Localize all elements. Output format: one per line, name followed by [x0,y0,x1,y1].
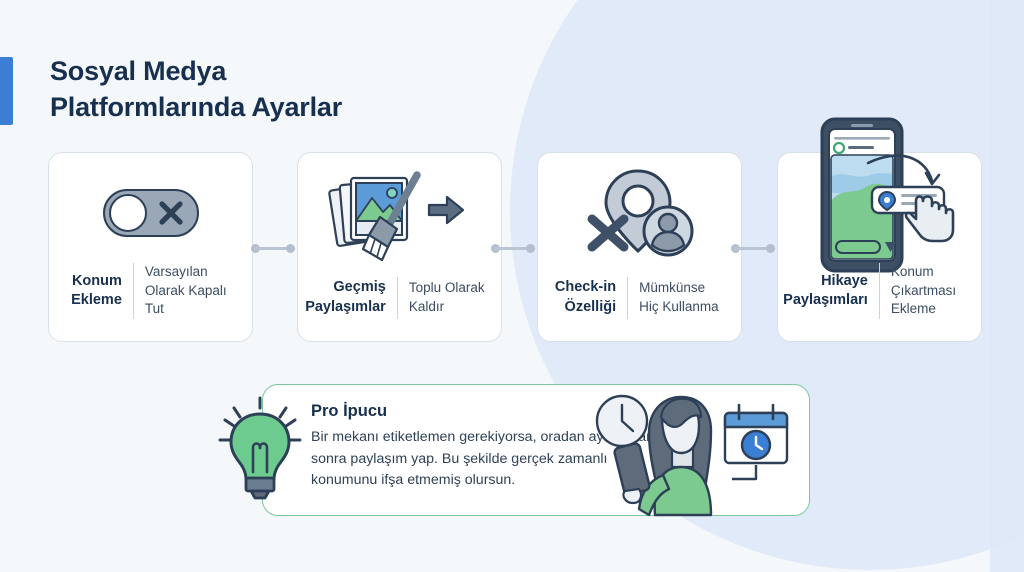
photo-cleanup-icon [327,171,464,261]
step-card-check-in-ozelligi[interactable]: Check-in Özelliği Mümkünse Hiç Kullanma [537,152,742,342]
step-connector-3 [731,244,775,253]
step-label-line-2: Ekleme [71,292,122,309]
step-card-divider [878,263,880,319]
step-label-line-1: Geçmiş [333,279,386,296]
step-card-label: Check-in Özelliği [555,278,627,317]
step-card-value: Varsayılan Olarak Kapalı Tut [144,264,227,317]
toggle-off-icon [102,189,199,237]
pro-tip-title: Pro İpucu [311,402,388,420]
lightbulb-icon [218,396,302,500]
step-card-divider [627,277,629,319]
woman-with-phone-clock-calendar-icon [595,394,789,517]
close-icon [158,201,183,225]
phone-story-location-sticker-icon [820,117,955,273]
step-card-text: Hikaye Paylaşımları Konum Çıkartması Ekl… [778,263,981,319]
connector-line [254,247,292,250]
pro-tip-body: Bir mekanı etiketlemen gerekiyorsa, orad… [311,429,655,489]
step-label-line-1: Hikaye [821,272,868,289]
connector-dot-right [286,244,295,253]
page-title-line-1: Sosyal Medya [50,56,227,86]
location-pin-person-disabled-icon [587,169,693,257]
title-accent-bar [0,57,13,125]
step-card-text: Check-in Özelliği Mümkünse Hiç Kullanma [538,277,741,319]
step-label-line-2: Özelliği [564,299,617,315]
step-card-gecmis-paylasimlar[interactable]: Geçmiş Paylaşımlar Toplu Olarak Kaldır [297,152,502,342]
step-card-text: Geçmiş Paylaşımlar Toplu Olarak Kaldır [298,277,501,319]
step-card-value: Toplu Olarak Kaldır [408,280,485,314]
step-label-line-2: Paylaşımlar [305,299,386,315]
step-card-divider [396,277,398,319]
step-card-value: Mümkünse Hiç Kullanma [639,280,719,314]
step-connector-1 [251,244,295,253]
page-title-line-2: Platformlarında Ayarlar [50,91,343,122]
step-card-value: Konum Çıkartması Ekleme [890,264,957,317]
step-card-label: Konum Ekleme [71,272,133,311]
step-card-art [49,161,252,265]
connector-dot-right [526,244,535,253]
step-label-line-1: Check-in [554,279,617,296]
connector-line [734,247,772,250]
step-card-hikaye-paylasimlari[interactable]: Hikaye Paylaşımları Konum Çıkartması Ekl… [777,117,982,342]
step-card-text: Konum Ekleme Varsayılan Olarak Kapalı Tu… [49,263,252,319]
step-card-label: Hikaye Paylaşımları [783,272,879,311]
page-title: Sosyal Medya Platformlarında Ayarlar [50,54,530,125]
step-label-line-1: Konum [71,272,122,289]
toggle-knob-icon [108,194,147,232]
step-card-label: Geçmiş Paylaşımlar [305,278,397,317]
background-decor-edge [990,0,1024,572]
step-card-konum-ekleme[interactable]: Konum Ekleme Varsayılan Olarak Kapalı Tu… [48,152,253,342]
connector-line [494,247,532,250]
step-connector-2 [491,244,535,253]
step-card-art [538,161,741,265]
step-label-line-2: Paylaşımları [783,292,868,309]
step-card-divider [132,263,134,319]
step-card-art [298,161,501,265]
pro-tip-card: Pro İpucu Bir mekanı etiketlemen gerekiy… [262,384,810,517]
connector-dot-right [766,244,775,253]
